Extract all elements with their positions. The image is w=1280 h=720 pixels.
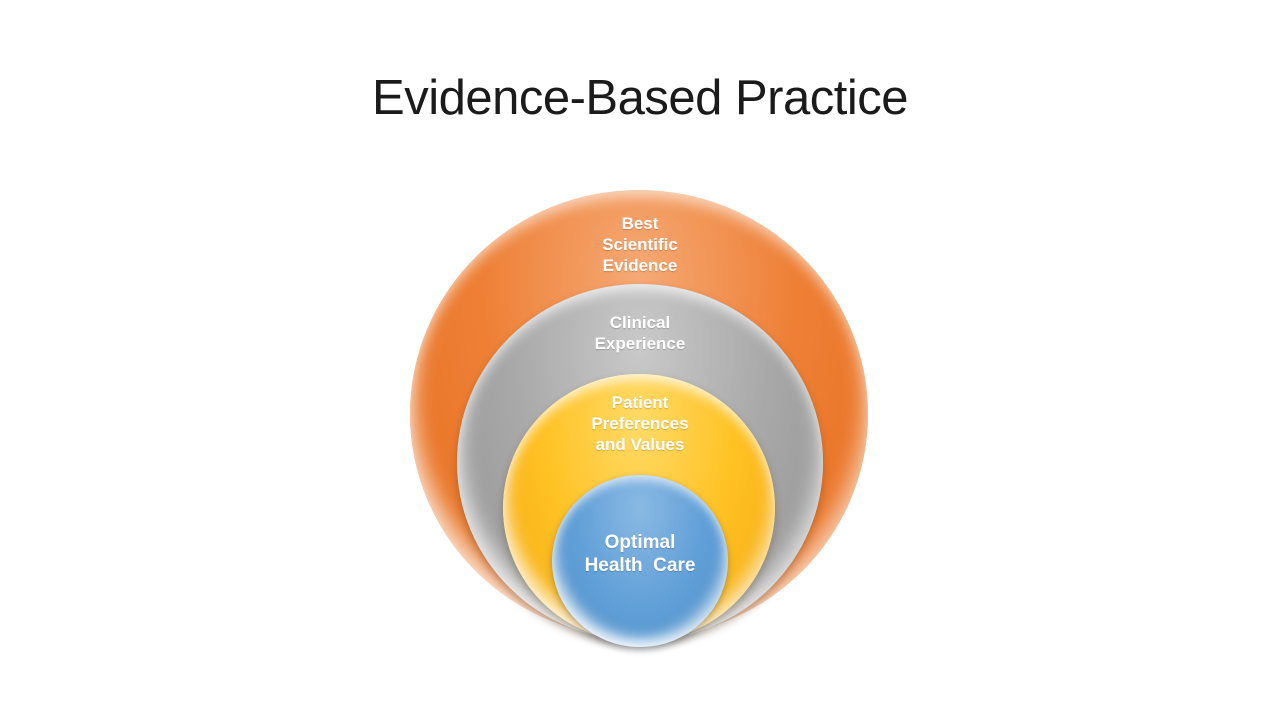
slide-title: Evidence-Based Practice [372, 71, 908, 125]
ring-label-optimal-health-care: Optimal Health Care [584, 532, 696, 576]
ring-label-clinical-experience: Clinical Experience [594, 313, 686, 353]
ring-optimal-health-care [552, 475, 728, 647]
ring-label-patient-preferences-and-values: Patient Preferences and Values [591, 393, 689, 454]
ring-label-best-scientific-evidence: Best Scientific Evidence [602, 214, 678, 275]
